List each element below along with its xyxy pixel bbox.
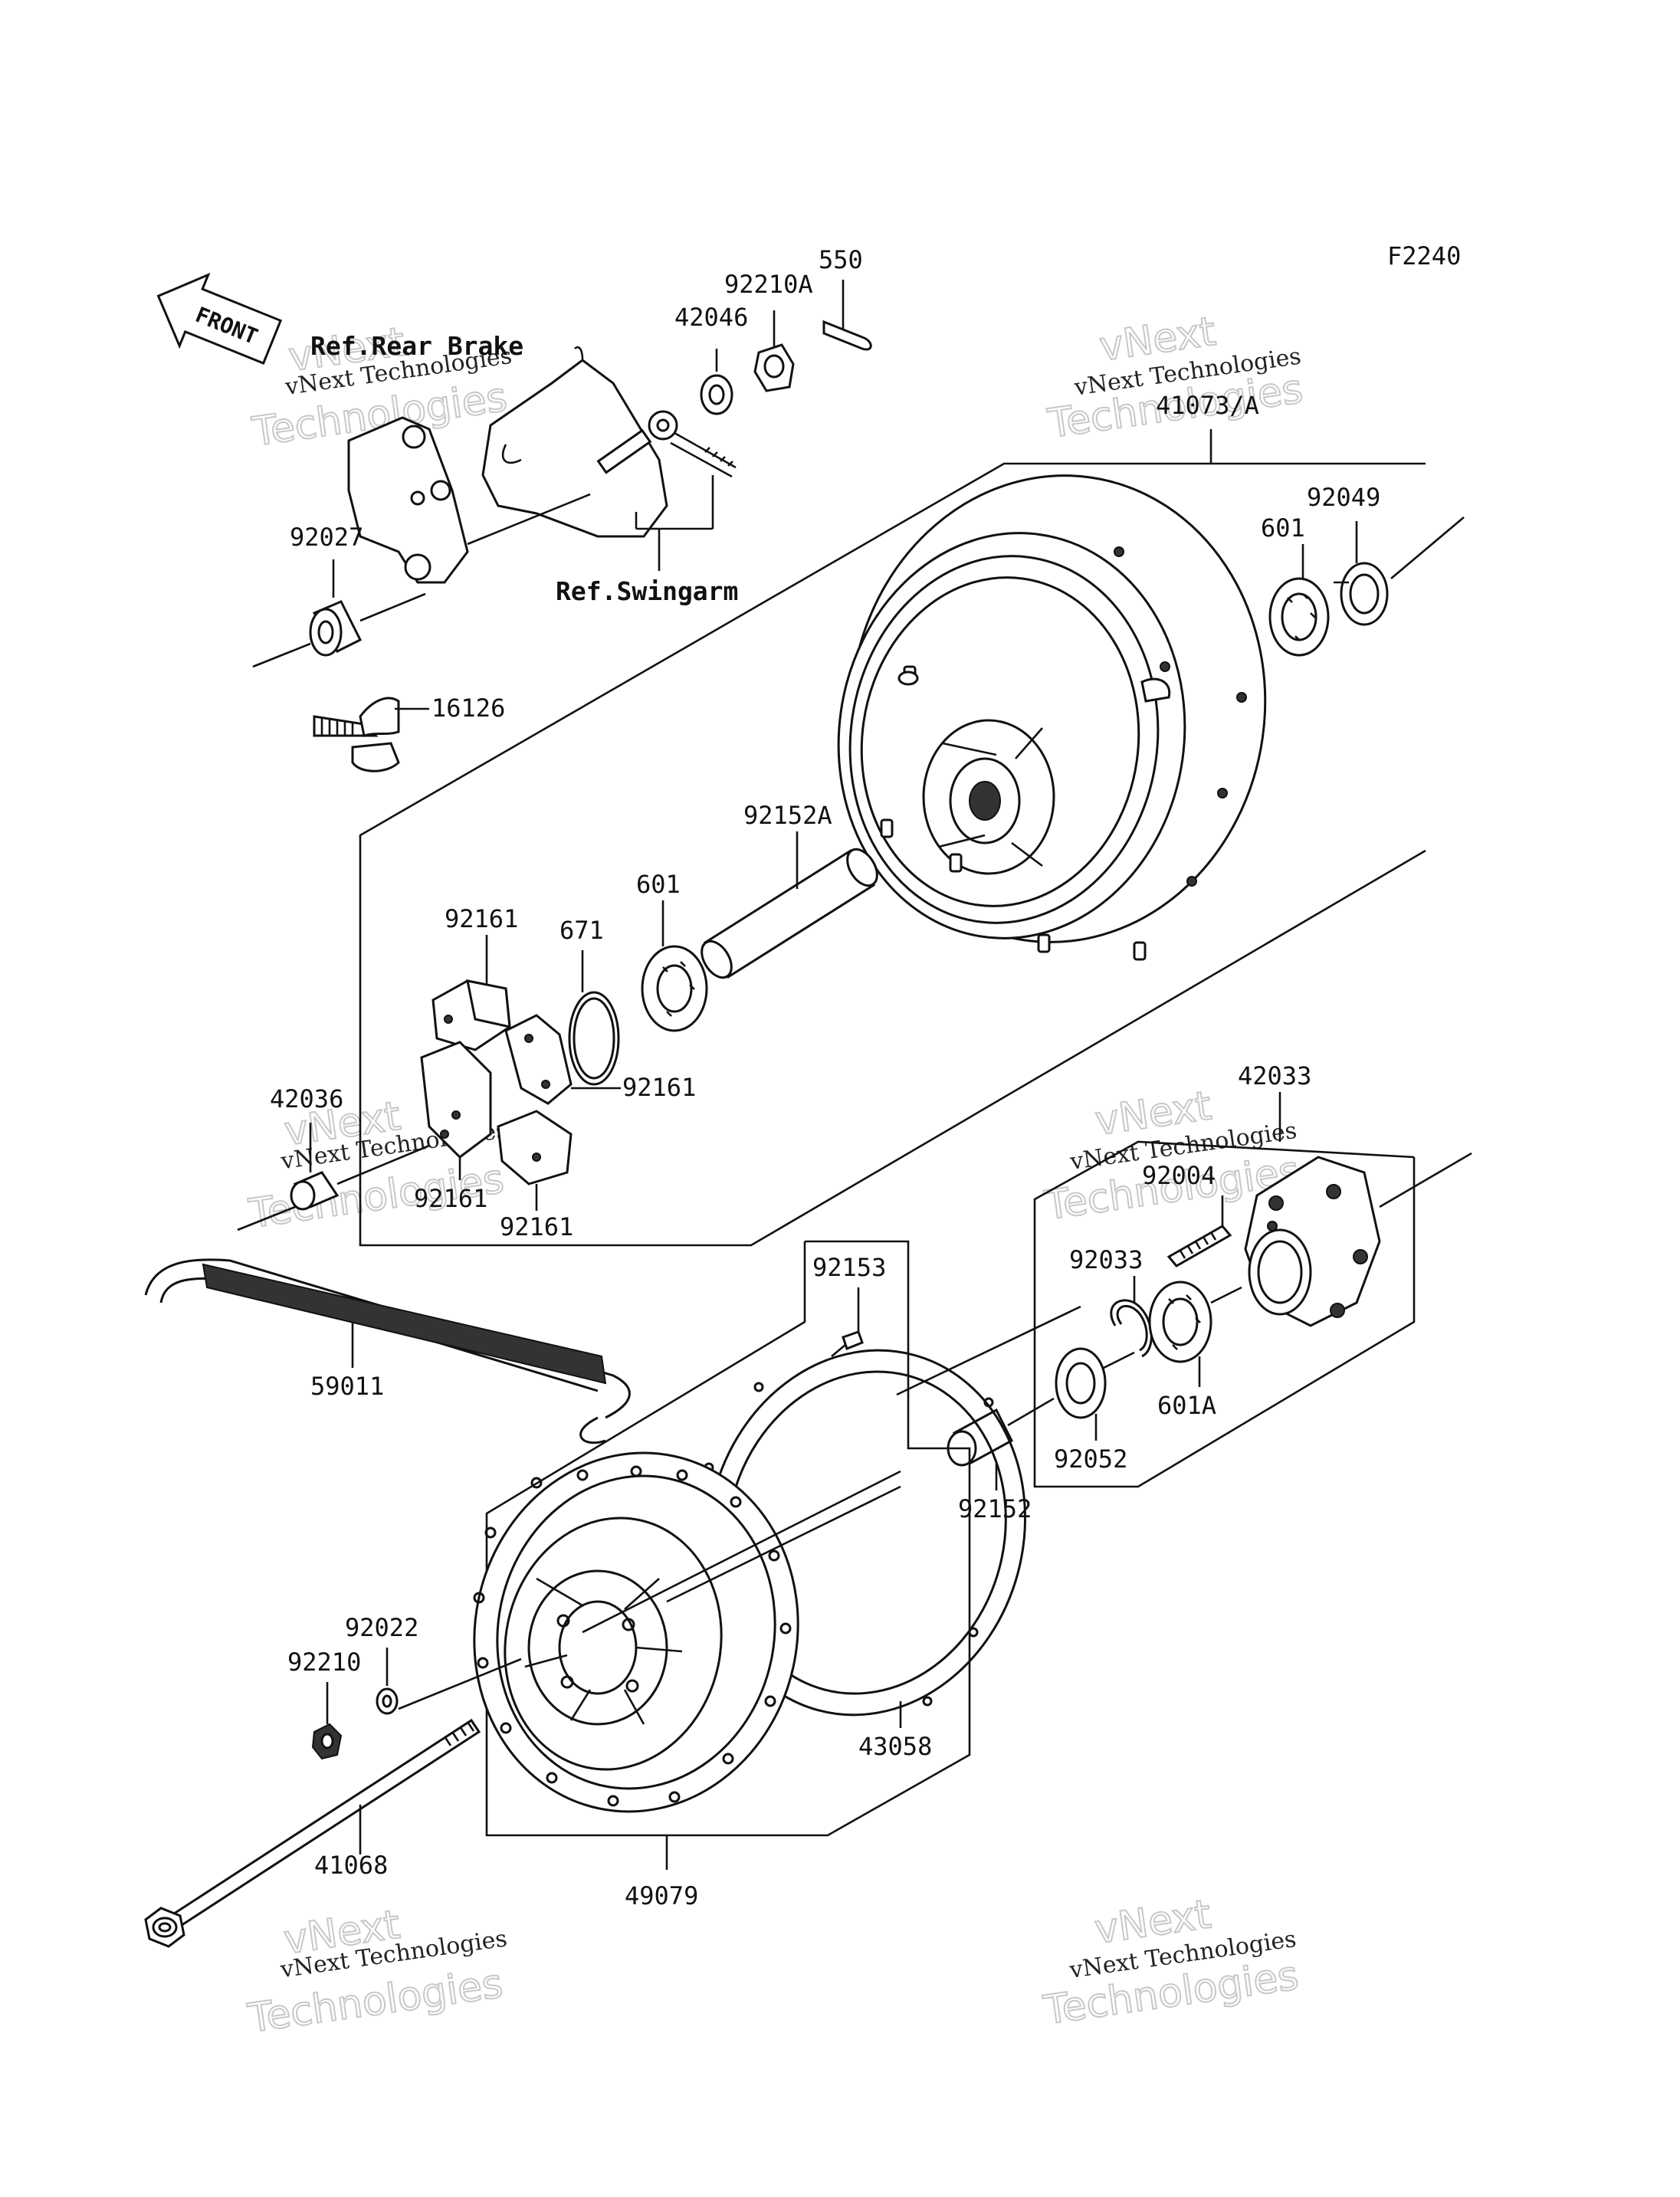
nut-92210 (311, 1723, 343, 1760)
assembly-box-42033 (1033, 1140, 1416, 1488)
valve-16126 (313, 697, 400, 772)
label-42033: 42033 (1238, 1061, 1311, 1090)
label-601-left: 601 (636, 870, 681, 899)
label-42036: 42036 (270, 1084, 343, 1113)
label-92052: 92052 (1054, 1444, 1127, 1474)
label-92027: 92027 (290, 523, 363, 552)
watermark-bottom-right: vNext Technologies vNext Technologies (1040, 1890, 1302, 2035)
label-92210: 92210 (287, 1648, 361, 1677)
watermark-top-left: vNext Technologies vNext Technologies (248, 318, 514, 456)
label-92004: 92004 (1142, 1161, 1216, 1190)
collar-42036 (290, 1171, 340, 1211)
nut-92210A (753, 343, 795, 392)
label-92033: 92033 (1069, 1245, 1143, 1274)
assembly-box-49079 (485, 1240, 971, 1837)
damper-92161-left (420, 1041, 492, 1159)
bolt-92153 (831, 1330, 864, 1357)
label-601-right: 601 (1261, 513, 1305, 543)
label-92161-right: 92161 (622, 1073, 696, 1102)
rear-brake-bracket (347, 416, 469, 584)
damper-92161-bottom (497, 1110, 573, 1185)
swingarm-end (481, 346, 668, 538)
ref-swingarm: Ref.Swingarm (556, 576, 738, 606)
watermark-bottom-left: vNext Technologies vNext Technologies (244, 1901, 509, 2043)
rear-wheel (837, 474, 1267, 961)
figure-code: F2240 (1387, 241, 1461, 271)
label-43058: 43058 (858, 1732, 932, 1761)
label-550: 550 (819, 245, 863, 274)
hub-flange-42033 (1244, 1156, 1381, 1327)
watermark-top-right: vNext Technologies vNext Technologies (1044, 308, 1306, 448)
label-92022: 92022 (345, 1613, 418, 1642)
cotter-pin-550 (822, 320, 872, 351)
seal-92052 (1055, 1347, 1107, 1419)
damper-92161-top (431, 979, 511, 1051)
label-671: 671 (559, 916, 604, 945)
pulley-49079 (473, 1451, 799, 1813)
assembly-box-41073 (359, 462, 1426, 1247)
o-ring-671 (568, 991, 620, 1086)
label-49079: 49079 (625, 1881, 698, 1910)
bearing-601-left (641, 945, 708, 1032)
label-16126: 16126 (431, 694, 505, 723)
label-92210A: 92210A (724, 270, 813, 299)
label-92161-top: 92161 (445, 904, 518, 933)
label-92161-left: 92161 (414, 1184, 487, 1213)
label-92049: 92049 (1307, 483, 1380, 512)
label-41068: 41068 (314, 1851, 388, 1880)
ref-rear-brake: Ref.Rear Brake (310, 331, 523, 361)
label-92153: 92153 (812, 1253, 886, 1282)
axle-41068 (144, 1718, 481, 1948)
washer-92022 (376, 1687, 399, 1715)
spacer-92152A (701, 848, 878, 979)
label-92152A: 92152A (743, 801, 832, 830)
collar-92027 (309, 600, 363, 657)
chain-adjuster (648, 410, 737, 478)
front-arrow-icon: FRONT (156, 272, 283, 365)
label-92161-bottom: 92161 (500, 1212, 573, 1241)
bearing-601A (1148, 1280, 1212, 1363)
stud-92004 (1166, 1225, 1232, 1267)
damper-92161-right (504, 1014, 573, 1105)
snap-ring-92033 (1110, 1299, 1153, 1358)
drive-belt-59011 (144, 1258, 631, 1444)
washer-42046 (700, 374, 733, 415)
label-59011: 59011 (310, 1372, 384, 1401)
seal-92049 (1340, 562, 1389, 626)
label-601A: 601A (1157, 1391, 1216, 1420)
bearing-601-right (1268, 577, 1330, 657)
label-41073A: 41073/A (1156, 391, 1259, 420)
label-42046: 42046 (674, 303, 748, 332)
collar-92152 (947, 1408, 1013, 1467)
